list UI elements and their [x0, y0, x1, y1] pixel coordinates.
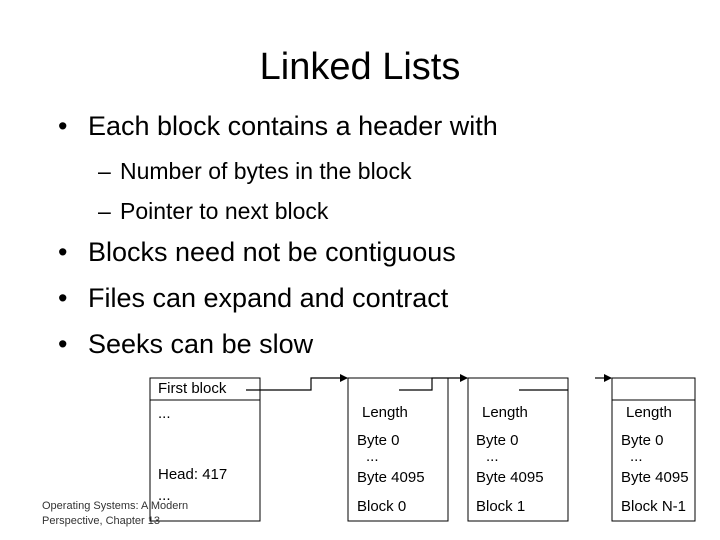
block-1-byte-first: Byte 0 [476, 432, 519, 449]
block-0-byte-last: Byte 4095 [357, 469, 425, 486]
block-n-1-ellipsis: ... [630, 448, 643, 465]
block-1-box [467, 377, 569, 522]
bullet-text: Files can expand and contract [88, 283, 449, 313]
directory-ellipsis-top: ... [158, 405, 171, 422]
bullet-symbol: • [58, 329, 68, 359]
block-n-1-name: Block N-1 [621, 498, 687, 515]
block-1-name: Block 1 [476, 498, 526, 515]
sub-bullet-item: –Pointer to next block [98, 196, 328, 226]
bullet-symbol: • [58, 237, 68, 267]
bullet-text: Each block contains a header with [88, 111, 498, 141]
bullet-symbol: • [58, 283, 68, 313]
directory-box [149, 377, 261, 522]
head-label: Head: 417 [158, 466, 228, 483]
block-n-1-byte-last: Byte 4095 [621, 469, 689, 486]
block-n-1-box [611, 377, 696, 522]
block-n-1-byte-first: Byte 0 [621, 432, 664, 449]
sub-bullet-text: Pointer to next block [120, 198, 329, 224]
directory-ellipsis-bottom: ... [158, 487, 171, 504]
bullet-text: Seeks can be slow [88, 329, 314, 359]
slide-title: Linked Lists [259, 46, 461, 88]
block-0-ellipsis: ... [366, 448, 379, 465]
bullet-item: • Each block contains a header with [58, 108, 498, 144]
bullet-text: Blocks need not be contiguous [88, 237, 456, 267]
bullet-item: • Files can expand and contract [58, 280, 448, 316]
sub-bullet-symbol: – [98, 198, 111, 224]
block-0-name: Block 0 [357, 498, 407, 515]
pointer-arrow-to-block-0 [246, 374, 348, 391]
bullet-item: • Blocks need not be contiguous [58, 234, 456, 270]
block-1-length-label: Length [482, 404, 528, 421]
first-block-label: First block [158, 380, 227, 397]
block-n-1-length-label: Length [626, 404, 672, 421]
pointer-arrow-to-block-1 [399, 374, 468, 391]
sub-bullet-item: –Number of bytes in the block [98, 156, 411, 186]
block-0-byte-first: Byte 0 [357, 432, 400, 449]
bullet-item: • Seeks can be slow [58, 326, 313, 362]
sub-bullet-symbol: – [98, 158, 111, 184]
block-1-ellipsis: ... [486, 448, 499, 465]
sub-bullet-text: Number of bytes in the block [120, 158, 412, 184]
block-0-box [347, 377, 449, 522]
block-1-byte-last: Byte 4095 [476, 469, 544, 486]
footer-citation: Operating Systems: A Modern Perspective,… [42, 500, 189, 527]
bullet-symbol: • [58, 111, 68, 141]
block-0-length-label: Length [362, 404, 408, 421]
